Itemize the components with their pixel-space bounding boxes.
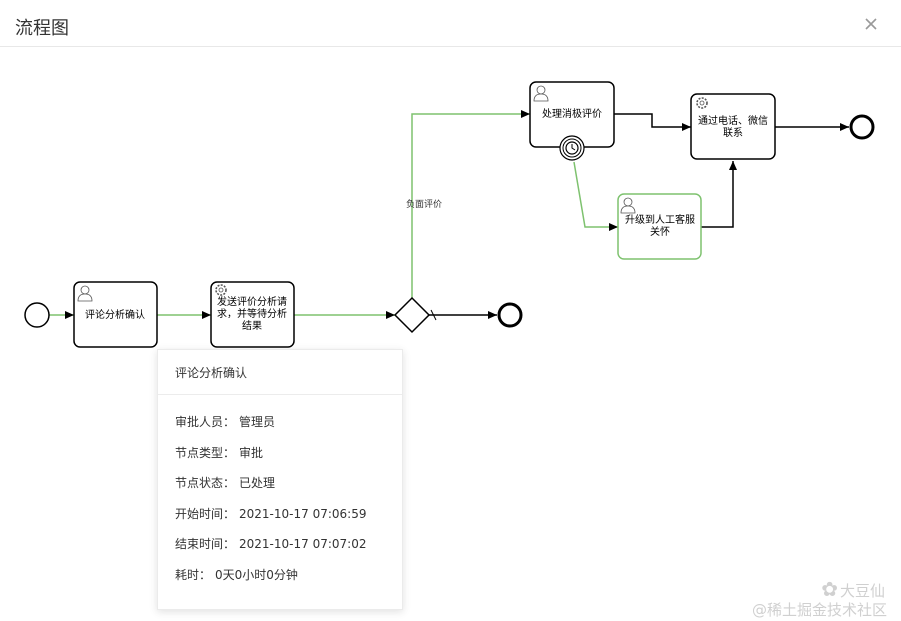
end-event-reject[interactable]: [497, 302, 523, 328]
popup-row-value: 已处理: [239, 476, 276, 490]
task-contact[interactable]: 通过电话、微信 联系: [690, 93, 776, 160]
popup-row-value: 2021-10-17 07:07:02: [239, 537, 367, 551]
user-icon: [533, 85, 549, 102]
popup-row-key: 耗时：: [175, 567, 212, 582]
popup-row-key: 审批人员：: [175, 415, 236, 429]
task-contact-label-1: 通过电话、微信: [698, 114, 768, 127]
user-icon: [620, 197, 636, 214]
task-upgrade-human[interactable]: 升级到人工客服 关怀: [617, 193, 702, 260]
dialog-title: 流程图: [15, 18, 69, 39]
task-confirm-label: 评论分析确认: [85, 308, 145, 321]
start-event[interactable]: [24, 302, 50, 328]
popup-row-approver: 审批人员：管理员: [158, 413, 402, 444]
flow-gateway-to-end: [429, 309, 497, 321]
popup-row-node-type: 节点类型：审批: [158, 444, 402, 475]
popup-row-end-time: 结束时间：2021-10-17 07:07:02: [158, 535, 402, 566]
flow-upgrade-to-contact: [701, 161, 737, 228]
gear-icon: [215, 284, 227, 296]
task-send-request[interactable]: 发送评价分析请 求，并等待分析 结果: [210, 281, 295, 348]
popup-row-value: 2021-10-17 07:06:59: [239, 506, 367, 521]
user-icon: [77, 285, 93, 302]
task-confirm[interactable]: 评论分析确认: [73, 281, 158, 348]
task-send-label-2: 求，并等待分析: [217, 307, 287, 320]
popup-row-node-status: 节点状态：已处理: [158, 474, 402, 505]
popup-row-key: 节点类型：: [175, 445, 236, 460]
popup-row-value: 审批: [239, 445, 264, 460]
wechat-icon: ✿: [821, 577, 838, 601]
exclusive-gateway[interactable]: [393, 296, 431, 334]
task-upgrade-label-1: 升级到人工客服: [625, 213, 695, 226]
popup-row-key: 节点状态：: [175, 476, 236, 490]
task-handle-negative-label: 处理消极评价: [542, 107, 602, 120]
end-event-complete[interactable]: [849, 114, 875, 140]
popup-row-value: 0天0小时0分钟: [215, 567, 298, 582]
task-contact-label-2: 联系: [723, 127, 743, 139]
popup-row-key: 开始时间：: [175, 506, 236, 521]
popup-row-duration: 耗时：0天0小时0分钟: [158, 566, 402, 597]
popup-row-start-time: 开始时间：2021-10-17 07:06:59: [158, 505, 402, 536]
flow-timer-to-upgrade: [573, 161, 618, 231]
task-send-label-1: 发送评价分析请: [217, 295, 287, 308]
popup-title: 评论分析确认: [158, 350, 402, 395]
popup-row-value: 管理员: [239, 415, 276, 429]
flow-handle-to-contact: [614, 113, 691, 131]
clock-icon: [565, 141, 579, 155]
close-icon[interactable]: [863, 16, 879, 32]
task-send-label-3: 结果: [242, 319, 262, 332]
watermark-line-2: @稀土掘金技术社区: [751, 601, 887, 619]
watermark-line-1: 大豆仙: [839, 582, 885, 600]
task-upgrade-label-2: 关怀: [650, 225, 670, 238]
popup-row-key: 结束时间：: [175, 537, 236, 551]
watermark: ✿大豆仙 @稀土掘金技术社区: [752, 577, 887, 619]
flow-label-negative: 负面评价: [406, 198, 442, 210]
boundary-timer-event[interactable]: [559, 135, 585, 161]
dialog-header: 流程图: [0, 0, 901, 47]
gear-icon: [696, 97, 708, 109]
task-handle-negative[interactable]: 处理消极评价: [529, 81, 615, 148]
flow-gateway-to-handle-negative: [411, 110, 530, 298]
flow-diagram: 负面评价 评论分析确认 发送评价分析请 求，并等待分析 结果 处理消极评价: [24, 81, 875, 348]
node-detail-popup: 评论分析确认 审批人员：管理员 节点类型：审批 节点状态：已处理 开始时间：20…: [157, 349, 403, 610]
